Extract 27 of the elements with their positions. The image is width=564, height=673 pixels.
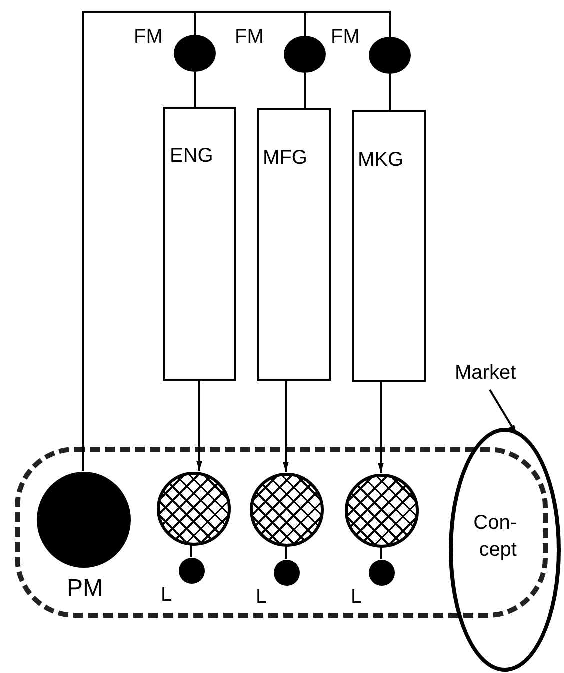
- arrow: [489, 389, 518, 436]
- node-label: ENG: [170, 145, 214, 168]
- callout-text: Market: [455, 362, 516, 385]
- connector-line: [380, 547, 382, 559]
- node-label: FM: [331, 26, 360, 49]
- arrow: [378, 382, 384, 473]
- node-label: FM: [134, 26, 163, 49]
- ellipse: [449, 428, 561, 672]
- node-label: MKG: [358, 149, 404, 172]
- dashed-group-outline: [15, 447, 548, 618]
- connector-line: [304, 73, 306, 108]
- node-label: PM: [67, 575, 103, 603]
- connector-line: [285, 546, 287, 559]
- process-box: [352, 110, 426, 382]
- node-label: Con- cept: [472, 511, 517, 563]
- node-label: FM: [235, 26, 264, 49]
- connector-line: [389, 74, 391, 110]
- node-label: L: [351, 586, 362, 609]
- connector-line: [190, 545, 192, 557]
- node-label: MFG: [263, 147, 308, 170]
- node-label: L: [161, 584, 172, 607]
- process-box: [257, 108, 331, 381]
- node-label: L: [256, 586, 268, 609]
- arrow: [196, 381, 202, 471]
- connector-line: [194, 72, 196, 107]
- process-box: [163, 107, 236, 381]
- arrow: [283, 381, 289, 472]
